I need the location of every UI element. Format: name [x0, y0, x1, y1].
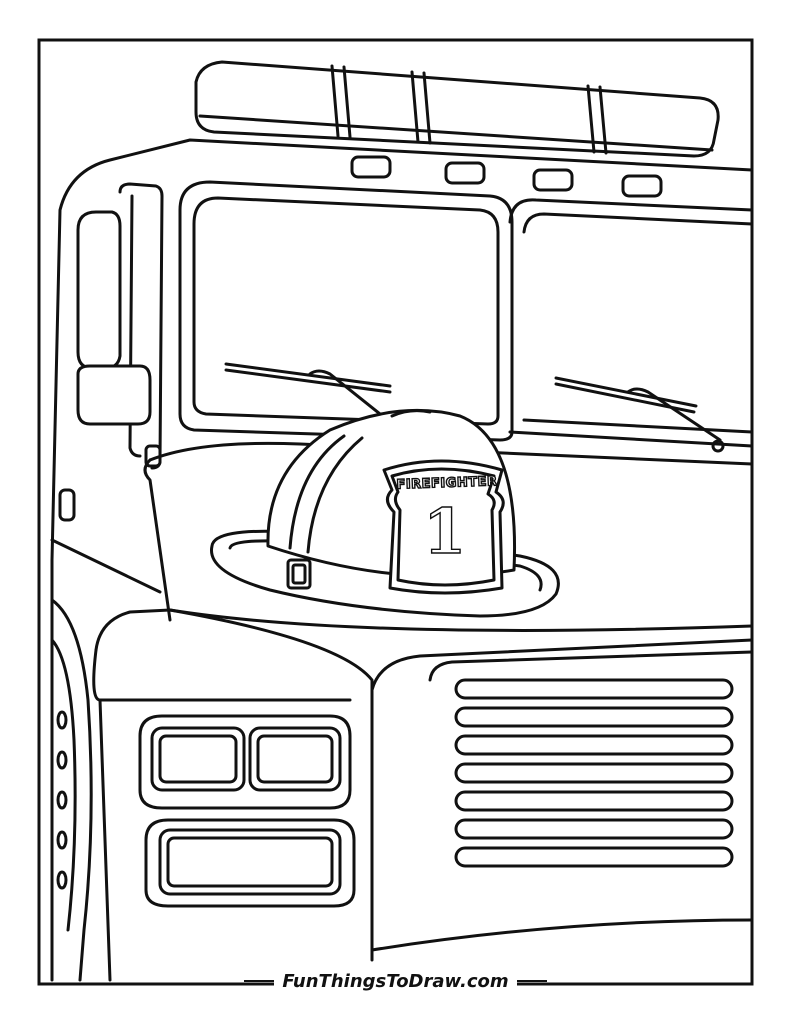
- cab-outline: [52, 140, 752, 980]
- windshield: [180, 182, 752, 446]
- footer-rule-right: [516, 980, 547, 982]
- footer-brand-link[interactable]: FunThingsToDraw.com: [274, 970, 517, 992]
- helmet-badge-number: 1: [422, 494, 467, 568]
- front-fender: [94, 610, 372, 980]
- light-bar: [196, 62, 718, 156]
- side-mirror: [60, 184, 162, 520]
- grille: [372, 640, 752, 950]
- firefighter-helmet: [211, 410, 558, 616]
- footer: FunThingsToDraw.com: [0, 963, 791, 999]
- windshield-wipers: [226, 364, 723, 451]
- footer-rule-left: [244, 980, 275, 982]
- headlights: [140, 716, 354, 906]
- front-wheel: [52, 600, 91, 980]
- hood: [52, 443, 752, 630]
- marker-lights: [352, 157, 661, 196]
